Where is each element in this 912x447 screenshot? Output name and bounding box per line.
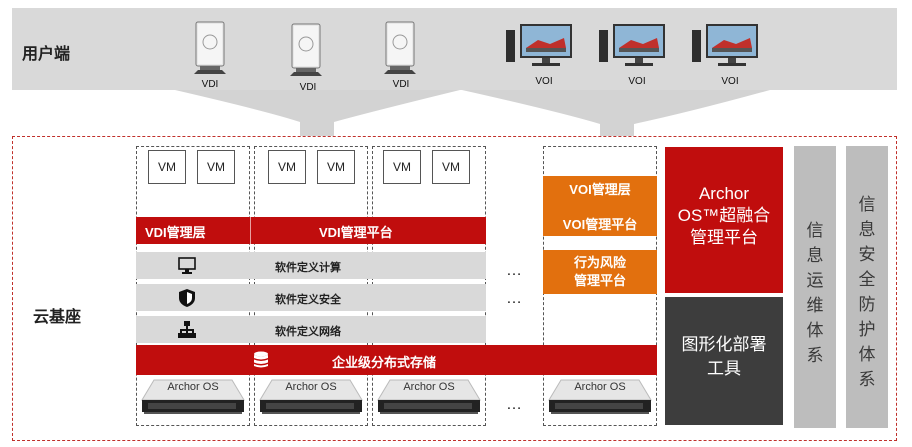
archor-os-server-1 [140,378,246,421]
desktop-pc-3 [690,22,762,75]
thin-client-2 [288,22,324,83]
distributed-storage-bar: 企业级分布式存储 [136,345,657,375]
vdi-management-layer-label: VDI管理层 [145,225,206,240]
vm-box: VM [197,150,235,184]
ellipsis: … [506,290,523,307]
ellipsis: … [506,262,523,279]
archor-line2: OS™超融合 [677,206,771,225]
desktop-pc-2 [597,22,669,75]
server-icon [377,379,481,414]
cloud-base-container [12,136,897,441]
voi-management-layer-label: VOI管理层 [569,182,631,197]
vm-box: VM [432,150,470,184]
archor-os-platform-box: Archor OS™超融合 管理平台 [665,147,783,293]
server-label: Archor OS [167,381,219,393]
ellipsis: … [506,396,523,413]
user-layer-band [12,8,897,90]
archor-os-server-4 [547,378,653,421]
voi-management-box: VOI管理层 VOI管理平台 [543,176,657,236]
deploy-line2: 工具 [707,359,741,378]
server-icon [141,379,245,414]
server-label: Archor OS [285,381,337,393]
archor-os-server-2 [258,378,364,421]
behavior-risk-line1: 行为风险 [573,255,626,270]
monitor-icon [177,256,197,281]
vm-box: VM [268,150,306,184]
vdi-funnel [175,90,460,136]
device-label: VDI [299,82,317,93]
vm-box: VM [148,150,186,184]
behavior-risk-box: 行为风险 管理平台 [543,250,657,294]
device-label: VOI [721,76,739,87]
software-defined-network-label: 软件定义网络 [275,326,341,338]
thin-client-icon [194,21,226,74]
desktop-pc-icon [506,24,572,66]
desktop-pc-icon [692,24,758,66]
thin-client-icon [290,23,322,76]
thin-client-1 [192,20,228,81]
device-label: VOI [628,76,646,87]
vdi-management-bar: VDI管理层 VDI管理平台 [136,217,486,244]
server-label: Archor OS [574,381,626,393]
archor-line1: Archor [698,184,750,203]
deploy-line1: 图形化部署 [681,335,767,354]
device-label: VDI [392,79,410,90]
voi-funnel [462,90,770,136]
desktop-pc-icon [599,24,665,66]
vm-box: VM [317,150,355,184]
desktop-pc-1 [504,22,576,75]
device-label: VOI [535,76,553,87]
cloud-base-label: 云基座 [33,309,82,326]
vdi-bar-divider [250,217,251,244]
thin-client-3 [382,20,418,81]
device-label: VDI [201,79,219,90]
security-system-label: 信息安全防护体系 [858,195,876,389]
server-icon [259,379,363,414]
archor-line3: 管理平台 [690,228,758,247]
vdi-management-platform-label: VDI管理平台 [319,225,393,240]
software-defined-network-row [136,316,486,343]
server-icon [548,379,652,414]
software-defined-security-label: 软件定义安全 [275,294,341,306]
voi-management-platform-label: VOI管理平台 [562,217,638,232]
security-system-bar: 信息安全防护体系 [846,146,888,428]
vm-box: VM [383,150,421,184]
software-defined-compute-label: 软件定义计算 [275,262,341,274]
user-layer-label: 用户端 [22,46,71,63]
distributed-storage-label: 企业级分布式存储 [332,355,437,370]
shield-icon [177,288,197,313]
behavior-risk-line2: 管理平台 [573,273,626,288]
database-icon [253,351,269,372]
ops-system-label: 信息运维体系 [806,221,824,365]
thin-client-icon [384,21,416,74]
ops-system-bar: 信息运维体系 [794,146,836,428]
network-icon [177,320,197,345]
archor-os-server-3 [376,378,482,421]
deployment-tool-box: 图形化部署 工具 [665,297,783,425]
server-label: Archor OS [403,381,455,393]
